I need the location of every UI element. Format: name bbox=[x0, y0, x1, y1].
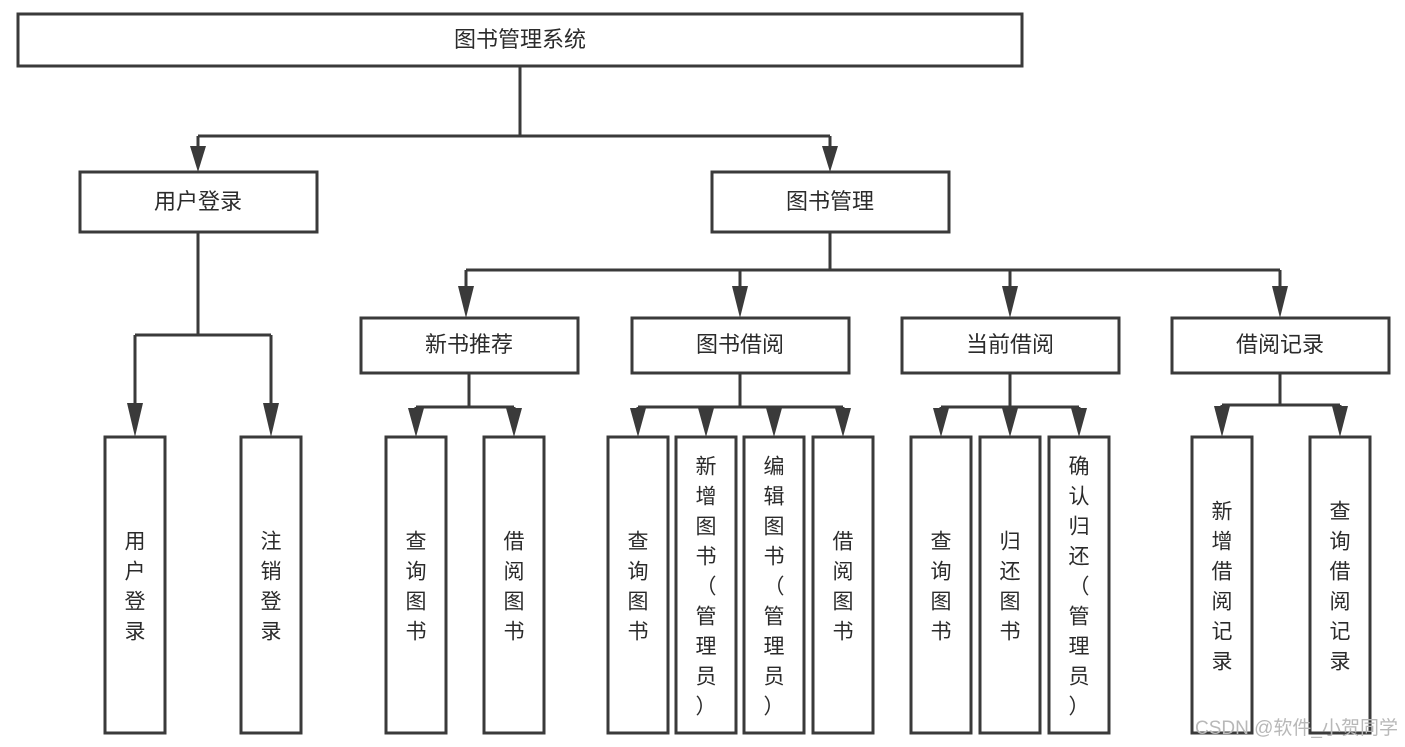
node-leaf-user-login[interactable]: 用户登录 bbox=[103, 435, 167, 735]
node-book-manage-box[interactable] bbox=[710, 170, 951, 234]
arrow-head-icon bbox=[263, 403, 279, 437]
arrow-head-icon bbox=[1272, 286, 1288, 318]
node-leaf-return-book-box[interactable] bbox=[978, 435, 1042, 735]
csdn-watermark: CSDN @软件_小贺同学 bbox=[1195, 717, 1398, 739]
node-leaf-query-book-3[interactable]: 查询图书 bbox=[909, 435, 973, 735]
node-leaf-query-book-2[interactable]: 查询图书 bbox=[606, 435, 670, 735]
connector-group-user-login bbox=[127, 232, 279, 437]
node-book-manage-label: 图书管理 bbox=[786, 189, 874, 214]
node-leaf-return-book[interactable]: 归还图书 bbox=[978, 435, 1042, 735]
node-root-box[interactable] bbox=[16, 12, 1024, 68]
node-leaf-add-borrow-record-box[interactable] bbox=[1190, 435, 1254, 735]
arrow-head-icon bbox=[408, 408, 424, 437]
connector-group-current-borrow bbox=[933, 373, 1087, 437]
arrow-head-icon bbox=[698, 408, 714, 437]
node-leaf-add-book-admin[interactable]: 新增图书（管理员） bbox=[674, 435, 738, 735]
arrow-head-icon bbox=[1071, 408, 1087, 437]
arrow-head-icon bbox=[506, 408, 522, 437]
arrow-head-icon bbox=[835, 408, 851, 437]
arrow-head-icon bbox=[630, 408, 646, 437]
connector-group-root bbox=[190, 66, 838, 172]
node-leaf-query-book-2-box[interactable] bbox=[606, 435, 670, 735]
node-root[interactable]: 图书管理系统 bbox=[16, 12, 1024, 68]
node-book-borrow-label: 图书借阅 bbox=[696, 332, 784, 357]
node-leaf-confirm-return-admin-label: 确认归还（管理员） bbox=[1069, 455, 1090, 718]
node-leaf-borrow-book-2-label: 借阅图书 bbox=[833, 530, 854, 643]
arrow-head-icon bbox=[190, 146, 206, 172]
node-book-borrow[interactable]: 图书借阅 bbox=[630, 316, 851, 375]
node-new-book-recommend-label: 新书推荐 bbox=[425, 332, 513, 357]
node-leaf-edit-book-admin-label: 编辑图书（管理员） bbox=[764, 455, 785, 718]
node-leaf-return-book-label: 归还图书 bbox=[1000, 530, 1021, 643]
node-leaf-logout-login-box[interactable] bbox=[239, 435, 303, 735]
node-leaf-borrow-book-1[interactable]: 借阅图书 bbox=[482, 435, 546, 735]
node-leaf-borrow-book-2-box[interactable] bbox=[811, 435, 875, 735]
node-leaf-query-borrow-record[interactable]: 查询借阅记录 bbox=[1308, 435, 1372, 735]
node-user-login-label: 用户登录 bbox=[154, 189, 242, 214]
node-leaf-edit-book-admin-box[interactable] bbox=[742, 435, 806, 735]
connector-group-new-book-recommend bbox=[408, 373, 522, 437]
node-leaf-query-borrow-record-label: 查询借阅记录 bbox=[1330, 500, 1351, 673]
node-book-manage[interactable]: 图书管理 bbox=[710, 170, 951, 234]
arrow-head-icon bbox=[127, 403, 143, 437]
arrow-head-icon bbox=[1002, 408, 1018, 437]
node-leaf-logout-login-label: 注销登录 bbox=[261, 530, 282, 643]
node-leaf-borrow-book-1-box[interactable] bbox=[482, 435, 546, 735]
node-leaf-add-borrow-record[interactable]: 新增借阅记录 bbox=[1190, 435, 1254, 735]
node-leaf-user-login-label: 用户登录 bbox=[125, 530, 146, 643]
node-root-label: 图书管理系统 bbox=[454, 27, 586, 52]
node-leaf-query-book-3-box[interactable] bbox=[909, 435, 973, 735]
arrow-head-icon bbox=[1214, 406, 1230, 437]
node-new-book-recommend[interactable]: 新书推荐 bbox=[359, 316, 580, 375]
node-user-login-box[interactable] bbox=[78, 170, 319, 234]
node-leaf-query-book-1-label: 查询图书 bbox=[406, 530, 427, 643]
arrow-head-icon bbox=[933, 408, 949, 437]
node-leaf-user-login-box[interactable] bbox=[103, 435, 167, 735]
node-leaf-query-book-3-label: 查询图书 bbox=[931, 530, 952, 643]
node-leaf-add-book-admin-box[interactable] bbox=[674, 435, 738, 735]
node-current-borrow-box[interactable] bbox=[900, 316, 1121, 375]
node-borrow-record-label: 借阅记录 bbox=[1236, 332, 1324, 357]
node-leaf-logout-login[interactable]: 注销登录 bbox=[239, 435, 303, 735]
node-current-borrow-label: 当前借阅 bbox=[966, 332, 1054, 357]
node-leaf-add-book-admin-label: 新增图书（管理员） bbox=[696, 455, 717, 718]
arrow-head-icon bbox=[822, 146, 838, 172]
node-leaf-query-book-1[interactable]: 查询图书 bbox=[384, 435, 448, 735]
node-borrow-record[interactable]: 借阅记录 bbox=[1170, 316, 1391, 375]
node-leaf-query-book-1-box[interactable] bbox=[384, 435, 448, 735]
arrow-head-icon bbox=[1002, 286, 1018, 318]
connector-group-book-manage bbox=[458, 232, 1288, 318]
node-leaf-confirm-return-admin[interactable]: 确认归还（管理员） bbox=[1047, 435, 1111, 735]
arrow-head-icon bbox=[766, 408, 782, 437]
node-leaf-confirm-return-admin-box[interactable] bbox=[1047, 435, 1111, 735]
arrow-head-icon bbox=[732, 286, 748, 318]
node-leaf-borrow-book-2[interactable]: 借阅图书 bbox=[811, 435, 875, 735]
arrow-head-icon bbox=[458, 286, 474, 318]
node-borrow-record-box[interactable] bbox=[1170, 316, 1391, 375]
node-leaf-borrow-book-1-label: 借阅图书 bbox=[504, 530, 525, 643]
connector-group-borrow-record bbox=[1214, 373, 1348, 437]
node-current-borrow[interactable]: 当前借阅 bbox=[900, 316, 1121, 375]
node-leaf-add-borrow-record-label: 新增借阅记录 bbox=[1212, 500, 1233, 673]
connector-group-book-borrow bbox=[630, 373, 851, 437]
node-leaf-edit-book-admin[interactable]: 编辑图书（管理员） bbox=[742, 435, 806, 735]
node-leaf-query-book-2-label: 查询图书 bbox=[628, 530, 649, 643]
node-user-login[interactable]: 用户登录 bbox=[78, 170, 319, 234]
node-leaf-query-borrow-record-box[interactable] bbox=[1308, 435, 1372, 735]
node-new-book-recommend-box[interactable] bbox=[359, 316, 580, 375]
arrow-head-icon bbox=[1332, 406, 1348, 437]
node-book-borrow-box[interactable] bbox=[630, 316, 851, 375]
